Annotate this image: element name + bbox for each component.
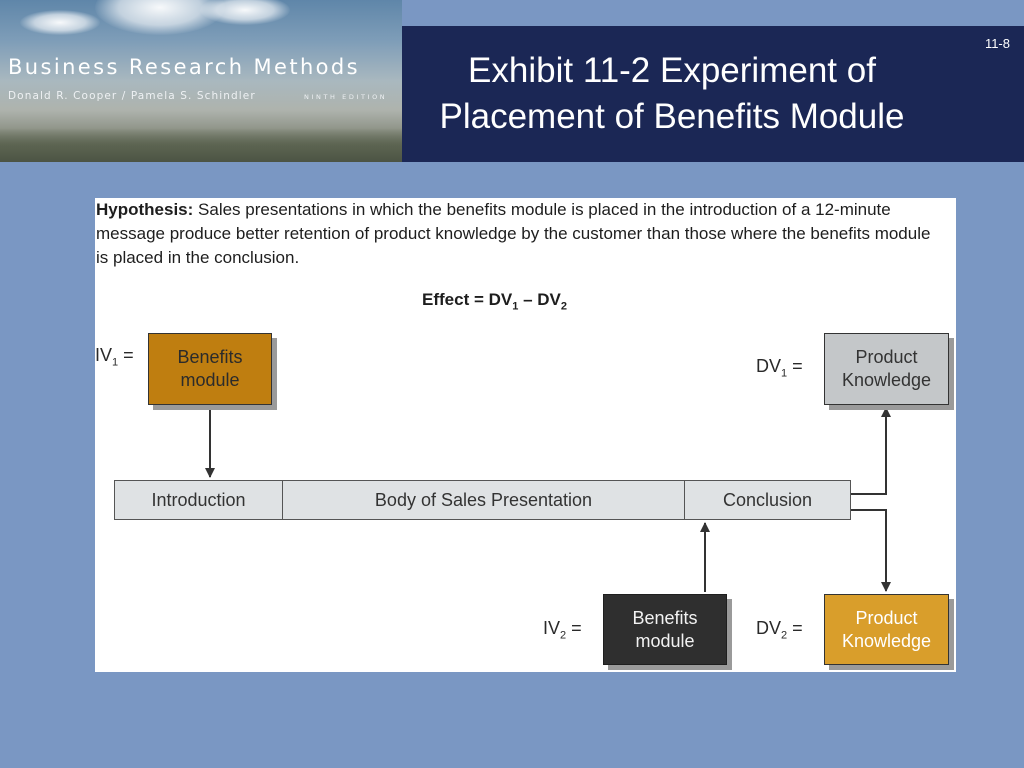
- effect-sub2: 2: [560, 300, 568, 313]
- dv1-label: DV1 =: [756, 356, 803, 380]
- iv2-label-suffix: =: [566, 618, 582, 638]
- effect-middle: – DV: [518, 290, 561, 309]
- book-title: Business Research Methods: [8, 55, 360, 79]
- effect-prefix: Effect = DV: [422, 290, 513, 309]
- title-bar: 11-8: [402, 26, 1024, 162]
- slide-title: Exhibit 11-2 Experiment of Placement of …: [439, 51, 905, 136]
- book-cover-banner: Business Research Methods Donald R. Coop…: [0, 0, 402, 162]
- introduction-segment: Introduction: [151, 489, 246, 510]
- iv2-label: IV2 =: [543, 618, 582, 642]
- dv1-box-line1: Product: [855, 347, 918, 367]
- iv1-box-text: Benefits module: [177, 346, 242, 392]
- book-edition: NINTH EDITION: [304, 93, 388, 101]
- arrow-conclusion-to-dv2: [851, 509, 891, 592]
- effect-formula: Effect = DV1 – DV2: [422, 290, 567, 312]
- hypothesis-statement: Hypothesis: Sales presentations in which…: [96, 198, 941, 270]
- arrow-conclusion-to-dv1: [851, 407, 891, 495]
- iv1-box-line2: module: [180, 370, 240, 390]
- iv2-label-text: IV: [543, 618, 561, 638]
- dv2-box-line2: Knowledge: [841, 630, 932, 651]
- cloud-decoration: [200, 0, 290, 25]
- hypothesis-label: Hypothesis:: [96, 200, 194, 219]
- iv2-box-line1: Benefits: [632, 607, 698, 628]
- dv2-box-line1: Product: [855, 607, 918, 628]
- hypothesis-text: Sales presentations in which the benefit…: [96, 200, 931, 267]
- dv1-box-line2: Knowledge: [841, 370, 932, 390]
- dv2-label-text: DV: [756, 618, 782, 638]
- dv1-label-suffix: =: [787, 356, 803, 376]
- iv1-label-text: IV: [95, 345, 113, 365]
- slide-number: 11-8: [984, 36, 1010, 51]
- book-authors: Donald R. Cooper / Pamela S. Schindler: [8, 90, 256, 102]
- conclusion-segment: Conclusion: [684, 481, 850, 519]
- cloud-decoration: [20, 10, 100, 35]
- iv1-label: IV1 =: [95, 345, 134, 369]
- iv1-box-line1: Benefits: [177, 347, 243, 367]
- dv1-label-sub: 1: [781, 367, 788, 380]
- iv1-label-sub: 1: [112, 356, 119, 369]
- iv2-label-sub: 2: [560, 629, 567, 642]
- body-segment: Body of Sales Presentation: [282, 481, 684, 519]
- effect-sub1: 1: [512, 300, 519, 313]
- iv1-benefits-module-box: Benefits module: [148, 333, 272, 405]
- iv1-label-suffix: =: [118, 345, 134, 365]
- dv1-label-text: DV: [756, 356, 782, 376]
- exhibit-diagram: Hypothesis: Sales presentations in which…: [95, 198, 956, 672]
- dv2-label-sub: 2: [781, 629, 788, 642]
- landscape-decoration: [0, 128, 402, 162]
- iv2-box-line2: module: [635, 630, 695, 651]
- flow-arrows: [205, 406, 891, 592]
- dv2-label: DV2 =: [756, 618, 803, 642]
- dv2-label-suffix: =: [787, 618, 803, 638]
- sales-presentation-bar: Introduction Body of Sales Presentation …: [114, 480, 851, 520]
